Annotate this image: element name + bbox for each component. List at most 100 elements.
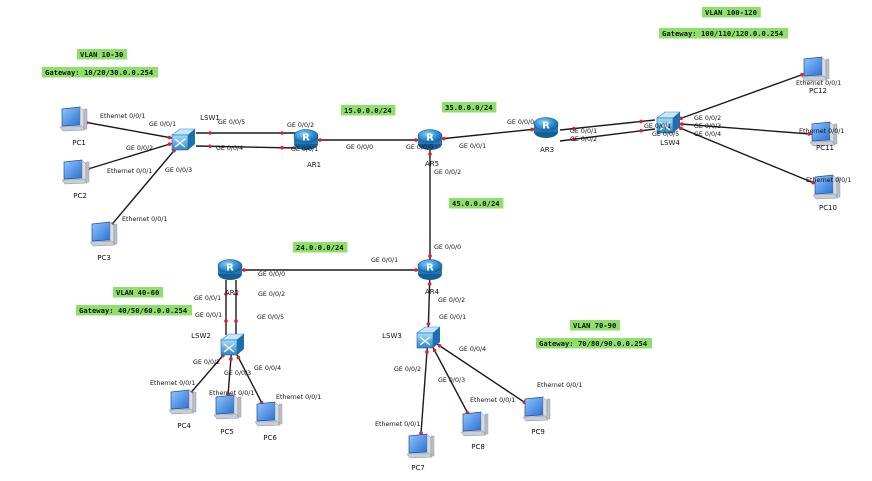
link-l10-dot-a xyxy=(679,116,683,121)
port-label: GE 0/0/2 xyxy=(287,122,314,129)
port-label: Ethernet 0/0/1 xyxy=(537,382,582,389)
device-lsw2[interactable]: LSW2 xyxy=(191,332,245,356)
link-lsw4-pc12[interactable] xyxy=(667,69,816,124)
svg-text:VLAN 10-30: VLAN 10-30 xyxy=(80,50,123,59)
svg-text:Gateway: 10/20/30.0.0.254: Gateway: 10/20/30.0.0.254 xyxy=(45,68,153,77)
svg-text:45.0.0.0/24: 45.0.0.0/24 xyxy=(452,199,500,208)
port-label: GE 0/0/2 xyxy=(570,136,597,143)
device-lsw1[interactable]: LSW1 xyxy=(171,114,220,151)
link-l9-dot-b xyxy=(639,128,643,133)
link-lsw1-ar1[interactable] xyxy=(195,145,297,149)
link-l4-dot-a xyxy=(208,131,212,135)
svg-text:R: R xyxy=(302,133,310,144)
port-label: GE 0/0/5 xyxy=(652,131,679,138)
port-label: GE 0/0/4 xyxy=(694,131,721,138)
port-label: GE 0/0/2 xyxy=(434,169,461,176)
device-pc1[interactable]: PC1 xyxy=(59,106,88,147)
port-label: GE 0/0/2 xyxy=(694,115,721,122)
port-label: GE 0/0/1 xyxy=(459,143,486,150)
link-lsw4-pc11[interactable] xyxy=(667,122,824,136)
link-l9-dot-a xyxy=(572,137,576,142)
link-l4-dot-b xyxy=(280,131,284,135)
link-pc2-lsw1[interactable] xyxy=(74,139,184,174)
device-label-pc4: PC4 xyxy=(177,422,191,430)
device-pc12[interactable]: PC12 xyxy=(801,56,830,95)
switch-icon xyxy=(220,333,245,356)
device-label-pc7: PC7 xyxy=(411,464,425,472)
device-label-pc2: PC2 xyxy=(73,192,87,200)
link-l22-dot-a xyxy=(432,348,437,353)
port-label: GE 0/0/3 xyxy=(224,370,251,377)
link-ar4-lsw3[interactable] xyxy=(427,269,431,339)
device-pc4[interactable]: PC4 xyxy=(168,389,197,430)
network-label-net-45: 45.0.0.0/24 xyxy=(449,198,504,209)
link-pc1-lsw1[interactable] xyxy=(72,119,184,141)
switch-icon xyxy=(416,326,441,349)
link-l13-dot-a xyxy=(428,152,432,156)
link-l18-dot-a xyxy=(229,357,233,361)
link-ar5-ar3[interactable] xyxy=(429,127,547,141)
link-lsw3-pc9[interactable] xyxy=(427,337,537,411)
device-label-ar4: AR4 xyxy=(425,288,440,296)
device-label-lsw2: LSW2 xyxy=(191,332,211,340)
link-l12-dot-b xyxy=(811,180,815,185)
device-label-pc6: PC6 xyxy=(263,434,277,442)
link-ar3-lsw4[interactable] xyxy=(559,128,656,142)
link-lsw3-pc8[interactable] xyxy=(427,337,475,426)
link-l10-dot-b xyxy=(800,72,804,77)
pc-monitor-icon xyxy=(809,121,838,147)
device-pc3[interactable]: PC3 xyxy=(89,221,118,262)
port-label: GE 0/0/5 xyxy=(218,119,245,126)
port-label: GE 0/0/3 xyxy=(694,123,721,130)
device-pc7[interactable]: PC7 xyxy=(406,433,435,472)
svg-text:VLAN 40-60: VLAN 40-60 xyxy=(116,288,159,297)
link-l21-dot-b xyxy=(419,431,423,435)
port-label: GE 0/0/4 xyxy=(459,346,486,353)
svg-text:15.0.0.0/24: 15.0.0.0/24 xyxy=(344,106,392,115)
link-lsw3-pc7[interactable] xyxy=(419,337,429,448)
port-label: GE 0/0/2 xyxy=(438,297,465,304)
device-label-pc3: PC3 xyxy=(97,254,111,262)
port-label: GE 0/0/0 xyxy=(434,244,461,251)
port-label: GE 0/0/0 xyxy=(346,144,373,151)
device-pc10[interactable]: PC10 xyxy=(812,174,841,212)
svg-text:R: R xyxy=(426,263,434,274)
device-pc6[interactable]: PC6 xyxy=(254,401,283,442)
link-l7-dot-b xyxy=(530,127,534,132)
port-label: Ethernet 0/0/1 xyxy=(799,128,844,135)
link-l18-dot-b xyxy=(226,392,230,396)
link-pc3-lsw1[interactable] xyxy=(102,139,184,236)
device-pc11[interactable]: PC11 xyxy=(809,121,838,152)
device-label-pc11: PC11 xyxy=(816,144,834,152)
device-pc9[interactable]: PC9 xyxy=(522,396,551,436)
port-label: GE 0/0/1 xyxy=(149,121,176,128)
port-label: GE 0/0/4 xyxy=(254,365,281,372)
link-l20-dot-b xyxy=(426,322,431,326)
pc-monitor-icon xyxy=(801,56,830,82)
svg-text:35.0.0.0/24: 35.0.0.0/24 xyxy=(445,103,493,112)
device-lsw4[interactable]: LSW4 xyxy=(656,111,681,147)
link-l14-dot-b xyxy=(414,268,418,272)
port-label: GE 0/0/4 xyxy=(216,145,243,152)
device-label-pc8: PC8 xyxy=(471,443,485,451)
port-label: Ethernet 0/0/1 xyxy=(150,380,195,387)
device-ar4[interactable]: R AR4 xyxy=(417,259,443,297)
port-label: GE 0/0/1 xyxy=(195,312,222,319)
port-label: GE 0/0/0 xyxy=(507,119,534,126)
svg-text:R: R xyxy=(542,121,550,132)
link-l8-dot-b xyxy=(639,119,643,124)
link-lsw4-pc10[interactable] xyxy=(667,122,827,189)
device-pc8[interactable]: PC8 xyxy=(460,411,489,451)
device-pc5[interactable]: PC5 xyxy=(213,394,242,436)
link-ar3-lsw4[interactable] xyxy=(559,119,656,131)
device-lsw3[interactable]: LSW3 xyxy=(382,326,441,349)
device-pc2[interactable]: PC2 xyxy=(61,159,90,200)
port-label: GE 0/0/1 xyxy=(570,128,597,135)
pc-monitor-icon xyxy=(812,174,841,200)
